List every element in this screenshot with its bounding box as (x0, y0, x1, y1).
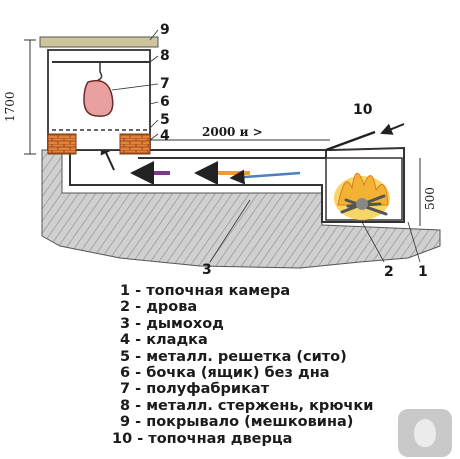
legend-item: 8 - металл. стержень, крючки (120, 397, 374, 414)
dim-flue-text: 2000 и > (202, 125, 263, 139)
legend-item: 6 - бочка (ящик) без дна (120, 365, 330, 382)
legend-item: 10 - топочная дверца (112, 430, 293, 447)
dim-height-text: 1700 (3, 91, 17, 122)
callout-3: 3 (202, 262, 212, 278)
callout-2: 2 (384, 264, 394, 280)
callout-1: 1 (418, 264, 428, 280)
legend-item: 9 - покрывало (мешковина) (120, 414, 354, 431)
leaders (111, 29, 421, 263)
callout-9: 9 (160, 22, 170, 38)
door-arrow (380, 123, 405, 135)
firebox-door (325, 130, 376, 152)
hook-icon (97, 62, 103, 81)
firewood-icon (334, 172, 390, 220)
callout-8: 8 (160, 48, 170, 64)
masonry-right (119, 133, 151, 155)
callout-7: 7 (160, 76, 170, 92)
cover (39, 36, 159, 48)
legend-item: 4 - кладка (120, 332, 208, 349)
legend-item: 7 - полуфабрикат (120, 381, 270, 398)
meat-icon (83, 79, 114, 117)
smoke-arrow-blue (229, 169, 301, 185)
callout-10: 10 (353, 102, 373, 118)
legend: 1 - топочная камера 2 - дрова 3 - дымохо… (112, 283, 374, 447)
legend-item: 1 - топочная камера (120, 283, 291, 299)
callout-6: 6 (160, 94, 170, 110)
legend-item: 3 - дымоход (120, 315, 224, 332)
legend-item: 5 - металл. решетка (сито) (120, 348, 347, 365)
masonry-left (47, 133, 77, 155)
dim-firebox-text: 500 (423, 187, 437, 210)
watermark-logo (398, 409, 452, 457)
callout-4: 4 (160, 128, 170, 144)
callout-5: 5 (160, 112, 170, 128)
ground (41, 149, 441, 269)
legend-item: 2 - дрова (120, 299, 198, 316)
